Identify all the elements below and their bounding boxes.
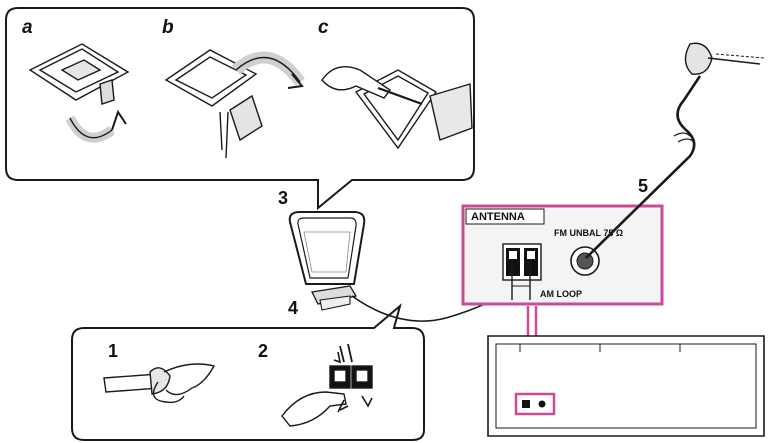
callout-bubble-bottom xyxy=(71,303,425,441)
wire-callout: 1 2 xyxy=(71,303,425,441)
rear-antenna-highlight xyxy=(514,392,556,416)
thumbtack-pin xyxy=(707,57,761,65)
step-number-4: 4 xyxy=(288,298,298,318)
receiver-rear xyxy=(487,335,765,437)
step-letter-c: c xyxy=(318,17,329,38)
am-terminal-label: AM LOOP xyxy=(540,289,582,299)
step-1-illustration xyxy=(103,363,216,404)
step-a-illustration xyxy=(28,43,130,143)
fm-wire-antenna: 5 xyxy=(585,42,765,259)
step-number-3: 3 xyxy=(278,188,288,208)
step-letter-b: b xyxy=(162,17,174,38)
fm-wire xyxy=(585,75,702,259)
step-number-2: 2 xyxy=(258,341,268,361)
assembly-callout: a b c xyxy=(5,7,475,211)
am-loop-antenna: 3 4 xyxy=(278,188,366,318)
fm-terminal-label: FM UNBAL 75 Ω xyxy=(554,228,623,238)
step-c-illustration xyxy=(321,66,473,150)
rear-panel-zoom: ANTENNA FM UNBAL 75 Ω AM LOOP xyxy=(461,204,664,306)
step-letter-a: a xyxy=(22,17,33,38)
step-b-illustration xyxy=(164,49,305,159)
step-2-illustration xyxy=(281,343,373,427)
step-number-5: 5 xyxy=(638,176,648,196)
step-number-1: 1 xyxy=(108,341,118,361)
antenna-header: ANTENNA xyxy=(471,211,525,223)
thumbtack-head xyxy=(684,42,713,75)
